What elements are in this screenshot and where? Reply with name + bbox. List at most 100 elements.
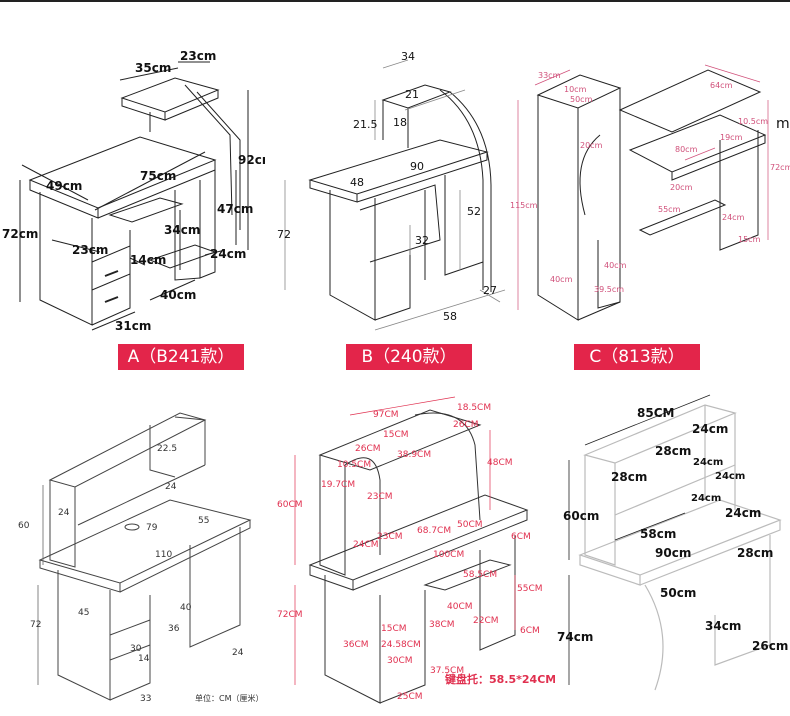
dim-50: 50cm [660, 586, 696, 600]
dim-48: 48CM [487, 458, 513, 468]
dim-19: 19cm [720, 133, 743, 142]
dim-23-top: 23cm [180, 49, 216, 63]
dim-60: 60CM [277, 500, 303, 510]
dim-20b: 20cm [670, 183, 693, 192]
dim-38b: 38CM [429, 620, 455, 630]
desk-a-drawing: 35cm 23cm 92cm 49cm 75cm 72cm 47cm 34cm … [2, 49, 274, 333]
dim-55: 55 [198, 516, 209, 526]
dim-6b: 6CM [520, 626, 540, 636]
dim-32: 32 [415, 234, 429, 247]
diagram-a: 35cm 23cm 92cm 49cm 75cm 72cm 47cm 34cm … [0, 40, 274, 340]
dim-25: 25CM [397, 692, 423, 702]
dim-85: 85CM [637, 406, 674, 420]
dim-14: 14cm [130, 253, 166, 267]
diagram-f: 85CM 24cm 28cm 24cm 28cm 24cm 24cm 60cm … [555, 385, 790, 712]
dim-39-5: 39.5cm [594, 285, 624, 294]
dim-15: 15cm [738, 235, 761, 244]
desk-e-drawing: 97CM 18.5CM 15CM 26CM 10.5CM 26CM 38.9CM… [277, 396, 556, 704]
dim-72: 72 [277, 228, 291, 241]
desk-f-drawing: 85CM 24cm 28cm 24cm 28cm 24cm 24cm 60cm … [557, 394, 788, 691]
dim-26: 26CM [453, 420, 479, 430]
dim-72: 72cm [770, 163, 790, 172]
desk-d-drawing: 22.5 24 24 79 55 60 110 72 45 40 36 30 1… [18, 412, 264, 704]
dim-10: 10cm [564, 85, 587, 94]
dim-40: 40CM [447, 602, 473, 612]
dim-21: 21 [405, 88, 419, 101]
unit-note: 单位：CM（厘米） [195, 693, 264, 703]
dim-24e: 24cm [725, 506, 761, 520]
dim-75: 75cm [140, 169, 176, 183]
dim-68-7: 68.7CM [417, 526, 451, 536]
diagram-d: 22.5 24 24 79 55 60 110 72 45 40 36 30 1… [0, 385, 265, 712]
dim-80: 80cm [675, 145, 698, 154]
diagram-b: 34 21 21.5 18 90 48 72 52 32 27 58 [265, 40, 510, 340]
dim-31: 31cm [115, 319, 151, 333]
dim-33: 33cm [538, 71, 561, 80]
label-a: A（B241款） [118, 344, 244, 370]
dim-45: 45 [78, 608, 89, 618]
dim-24c: 24cm [715, 471, 745, 482]
dim-20: 20cm [580, 141, 603, 150]
dim-34: 34cm [705, 619, 741, 633]
dim-79: 79 [146, 523, 158, 533]
dim-24b: 24cm [693, 457, 723, 468]
desk-c-drawing: 33cm 10cm 50cm 64cm 20cm 80cm 10.5cm 19c… [510, 64, 790, 321]
dim-50: 50cm [570, 95, 593, 104]
dim-47: 47cm [217, 202, 253, 216]
dim-90: 90cm [655, 546, 691, 560]
dim-24d: 24cm [691, 493, 721, 504]
dim-64: 64cm [710, 81, 733, 90]
dim-40: 40cm [160, 288, 196, 302]
dim-40: 40cm [550, 275, 573, 284]
dim-58-5: 58.5CM [463, 570, 497, 580]
edge-letter: m [776, 116, 790, 132]
dim-10-5: 10.5cm [738, 117, 768, 126]
dim-10-5: 10.5CM [337, 460, 371, 470]
diagram-e: 97CM 18.5CM 15CM 26CM 10.5CM 26CM 38.9CM… [265, 385, 556, 712]
dim-115: 115cm [510, 201, 538, 210]
dim-72: 72cm [2, 227, 38, 241]
dim-58: 58 [443, 310, 457, 323]
dim-28a: 28cm [655, 444, 691, 458]
dim-58: 58cm [640, 527, 676, 541]
dim-92: 92cm [238, 153, 265, 167]
dim-35: 35cm [135, 61, 171, 75]
dim-74: 74cm [557, 630, 593, 644]
dim-90: 90 [410, 160, 424, 173]
dim-30: 30 [130, 644, 142, 654]
label-b: B（240款） [346, 344, 472, 370]
dim-97: 97CM [373, 410, 399, 420]
dim-36: 36CM [343, 640, 369, 650]
dim-60: 60 [18, 521, 30, 531]
dim-72: 72 [30, 620, 41, 630]
diagram-c: 33cm 10cm 50cm 64cm 20cm 80cm 10.5cm 19c… [510, 40, 790, 340]
dim-15b: 15CM [381, 624, 407, 634]
dim-36: 36 [168, 624, 180, 634]
dim-110: 110 [155, 550, 172, 560]
dim-22-5: 22.5 [157, 444, 177, 454]
dim-23: 23CM [367, 492, 393, 502]
dim-50: 50CM [457, 520, 483, 530]
dim-27: 27 [483, 284, 497, 297]
dim-33: 33 [140, 694, 151, 704]
desk-b-drawing: 34 21 21.5 18 90 48 72 52 32 27 58 [277, 50, 506, 331]
dim-34: 34 [401, 50, 415, 63]
dim-26b: 26CM [355, 444, 381, 454]
dim-40: 40 [180, 603, 192, 613]
dim-38-9: 38.9CM [397, 450, 431, 460]
label-c: C（813款） [574, 344, 700, 370]
dim-72: 72CM [277, 610, 303, 620]
dim-14: 14 [138, 654, 150, 664]
dim-6: 6CM [511, 532, 531, 542]
dim-22: 22CM [473, 616, 499, 626]
dim-15: 15CM [383, 430, 409, 440]
dim-48: 48 [350, 176, 364, 189]
dim-21-5: 21.5 [353, 118, 378, 131]
dim-55: 55CM [517, 584, 543, 594]
top-rule [0, 0, 790, 2]
dim-24: 24CM [353, 540, 379, 550]
dim-23: 23cm [72, 243, 108, 257]
dim-24: 24cm [210, 247, 246, 261]
dim-100: 100CM [433, 550, 464, 560]
dim-24b: 24 [58, 508, 70, 518]
